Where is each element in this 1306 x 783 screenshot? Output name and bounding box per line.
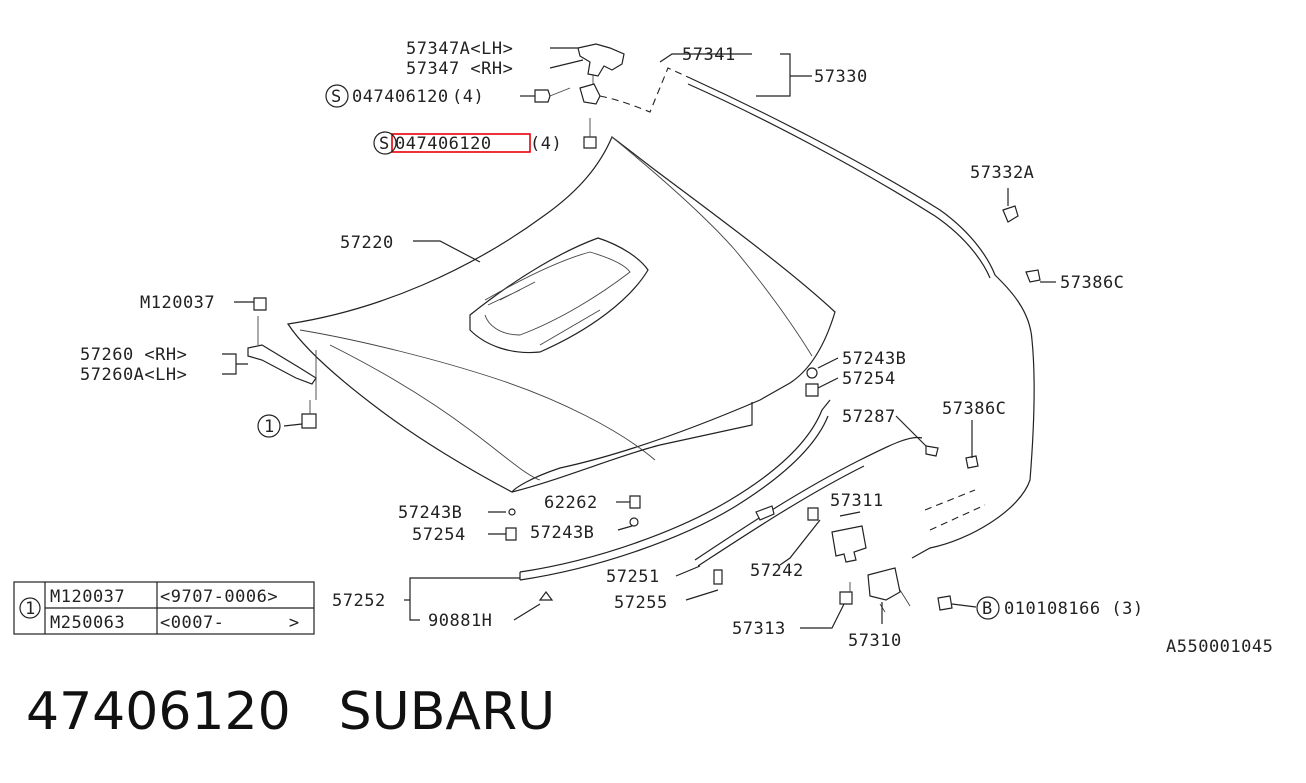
weatherstrip-57252 — [519, 399, 831, 581]
label-57330: 57330 — [814, 67, 868, 87]
label-57332A: 57332A — [970, 163, 1034, 183]
support-rod-57251 — [694, 436, 939, 567]
legend-circle-label: 1 — [25, 599, 36, 619]
label-57254-lower: 57254 — [412, 525, 466, 545]
label-90881H: 90881H — [428, 611, 492, 631]
hood-hinge-57347 — [577, 43, 625, 105]
label-57347A: 57347A<LH> — [406, 39, 513, 59]
caption-brand: SUBARU — [338, 682, 556, 742]
b-mark-label: B — [982, 599, 993, 619]
label-57341: 57341 — [682, 45, 736, 65]
leader-lines — [222, 47, 1056, 629]
s-mark-2 — [373, 131, 397, 155]
label-bolt-lower-highlighted: 047406120 — [395, 134, 492, 154]
small-fasteners — [505, 367, 979, 601]
label-57347: 57347 <RH> — [406, 59, 513, 79]
highlight-box — [391, 133, 531, 153]
legend-row-2-range: <0007- > — [160, 613, 300, 633]
b-mark — [976, 596, 1000, 620]
label-57252: 57252 — [332, 591, 386, 611]
label-bolt-upper-qty: (4) — [452, 87, 484, 107]
label-bolt-lower-qty: (4) — [530, 134, 562, 154]
label-57287: 57287 — [842, 407, 896, 427]
circle-1-label: 1 — [264, 417, 275, 437]
s-mark-2-label: S — [379, 134, 390, 154]
label-57313: 57313 — [732, 619, 786, 639]
label-M120037: M120037 — [140, 293, 215, 313]
label-57386C-lower: 57386C — [942, 399, 1006, 419]
reference-code: A550001045 — [1166, 637, 1273, 657]
s-mark-1 — [325, 84, 349, 108]
legend-row-1-range: <9707-0006> — [160, 587, 278, 607]
label-010108166: 010108166 (3) — [1004, 599, 1144, 619]
label-57311: 57311 — [830, 491, 884, 511]
legend-circle — [19, 597, 41, 619]
label-57260: 57260 <RH> — [80, 345, 187, 365]
legend-row-2-part: M250063 — [50, 613, 125, 633]
latch-57310 — [831, 525, 953, 613]
s-mark-1-label: S — [331, 87, 342, 107]
label-57260A: 57260A<LH> — [80, 365, 187, 385]
label-57386C-upper: 57386C — [1060, 273, 1124, 293]
circle-1-mark — [257, 414, 281, 438]
label-57310: 57310 — [848, 631, 902, 651]
caption: 47406120 SUBARU — [26, 682, 603, 742]
label-57251: 57251 — [606, 567, 660, 587]
label-57254-upper: 57254 — [842, 369, 896, 389]
hinge-57260 — [247, 297, 317, 429]
label-57243B-left: 57243B — [398, 503, 462, 523]
label-62262: 62262 — [544, 493, 598, 513]
label-57243B-upper: 57243B — [842, 349, 906, 369]
release-cable-57330 — [599, 67, 1041, 559]
label-57255: 57255 — [614, 593, 668, 613]
bolt-upper — [534, 87, 571, 103]
label-57220: 57220 — [340, 233, 394, 253]
label-57243B-mid: 57243B — [530, 523, 594, 543]
label-57242: 57242 — [750, 561, 804, 581]
hood-panel — [286, 136, 836, 493]
caption-part-number: 47406120 — [26, 682, 291, 742]
bolt-lower — [583, 118, 597, 149]
part-labels: 57347A<LH> 57347 <RH> 57341 57330 S 0474… — [80, 39, 1273, 657]
label-bolt-upper: 047406120 — [352, 87, 449, 107]
legend-row-1-part: M120037 — [50, 587, 125, 607]
legend-table: 1 M120037 <9707-0006> M250063 <0007- > — [13, 581, 315, 635]
